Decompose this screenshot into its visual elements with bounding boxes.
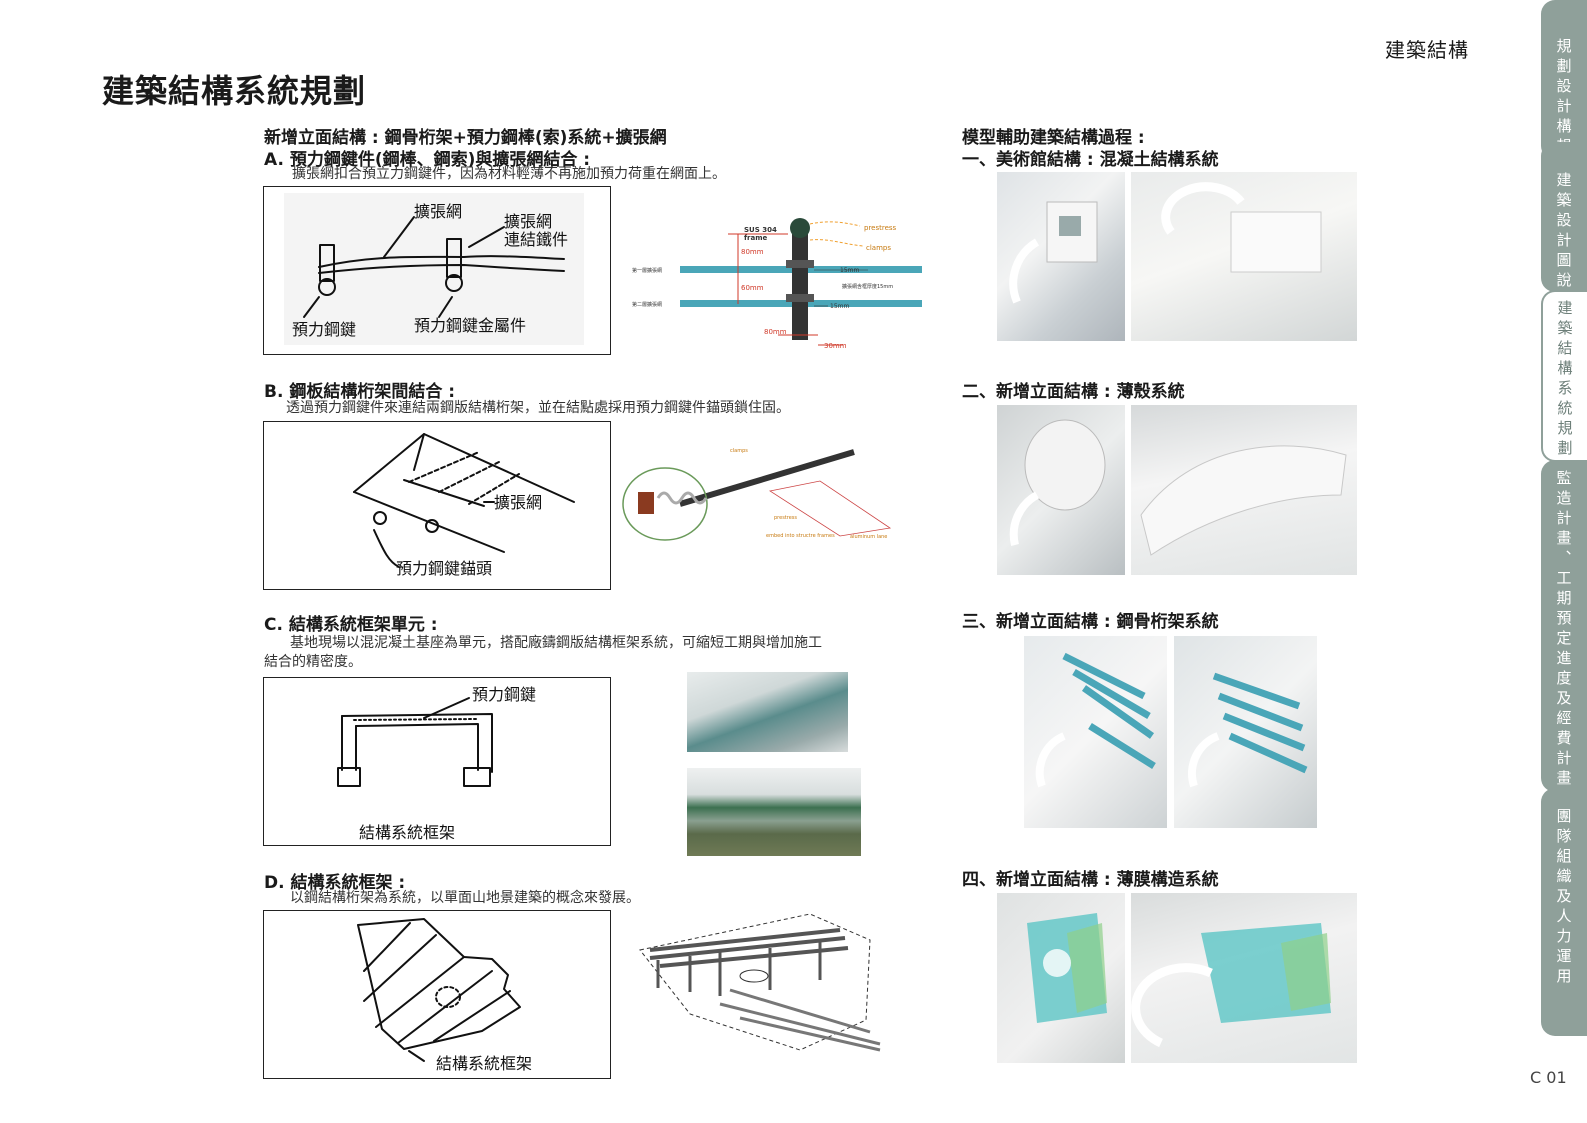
diagram-a-d15b: 15mm bbox=[830, 303, 849, 310]
sketch-b: 擴張網 預力鋼鍵錨頭 bbox=[263, 421, 611, 590]
sketch-a-label-connector: 連結鐵件 bbox=[504, 230, 568, 249]
sidebar-tab-architecture[interactable]: 建築設計圖說 bbox=[1541, 142, 1587, 292]
diagram-a: SUS 304 frame prestress clamps 第一層擴張網 第二… bbox=[628, 210, 928, 370]
sidebar-tab-label: 團隊組織及人力運用 bbox=[1554, 808, 1573, 988]
section-label: 建築結構 bbox=[1385, 38, 1469, 62]
diagram-a-d80: 80mm bbox=[741, 248, 764, 256]
section-c-desc1: 基地現場以混泥凝土基座為單元，搭配廠鑄鋼版結構框架系統，可縮短工期與增加施工 bbox=[290, 635, 822, 651]
model-photo-2b bbox=[1131, 405, 1357, 575]
main-heading: 新增立面結構 : 鋼骨桁架+預力鋼棒(索)系統+擴張網 bbox=[264, 128, 667, 148]
sketch-c: 預力鋼鍵 結構系統框架 bbox=[263, 677, 611, 846]
sketch-a-label-prestress: 預力鋼鍵 bbox=[292, 320, 356, 339]
model-heading-2: 二、新增立面結構 : 薄殼系統 bbox=[962, 382, 1185, 402]
sketch-a-label-metal: 預力鋼鍵金屬件 bbox=[414, 316, 526, 335]
model-photo-2a bbox=[997, 405, 1125, 575]
section-d-heading: D. 結構系統框架 : bbox=[264, 873, 406, 893]
section-d-desc: 以鋼結構桁架為系統，以單面山地景建築的概念來發展。 bbox=[290, 890, 640, 906]
sidebar-tab-supervision[interactable]: 監造計畫、工期預定進度及經費計畫 bbox=[1541, 460, 1587, 792]
diagram-a-clamps: clamps bbox=[866, 244, 891, 252]
model-photo-4a bbox=[997, 893, 1125, 1063]
sidebar-tab-planning[interactable]: 規劃設計構想 bbox=[1541, 0, 1587, 160]
sidebar-tab-label: 監造計畫、工期預定進度及經費計畫 bbox=[1554, 470, 1573, 790]
sidebar-tab-structure[interactable]: 建築結構系統規劃 bbox=[1541, 290, 1587, 462]
diagram-a-d30: 30mm bbox=[824, 342, 847, 350]
diagram-a-d80b: 80mm bbox=[764, 328, 787, 336]
sidebar-tab-label: 建築結構系統規劃 bbox=[1555, 300, 1574, 460]
model-photo-3a bbox=[1024, 636, 1167, 828]
section-c-desc2: 結合的精密度。 bbox=[264, 654, 362, 670]
sidebar-tab-label: 規劃設計構想 bbox=[1554, 38, 1573, 158]
section-b-heading: B. 鋼板結構桁架間結合 : bbox=[264, 382, 456, 402]
diagram-a-mesh2: 第二層擴張網 bbox=[632, 301, 662, 308]
diagram-b-clamps: clamps bbox=[730, 448, 748, 454]
page-title: 建築結構系統規劃 bbox=[102, 72, 367, 110]
sketch-b-label-mesh: 擴張網 bbox=[494, 493, 542, 512]
sketch-a-label-mesh2: 擴張網 bbox=[504, 212, 552, 231]
sidebar-tab-label: 建築設計圖說 bbox=[1554, 172, 1573, 292]
section-c-heading: C. 結構系統框架單元 : bbox=[264, 615, 438, 635]
diagram-a-d60: 60mm bbox=[741, 284, 764, 292]
diagram-a-mesh1: 第一層擴張網 bbox=[632, 267, 662, 274]
model-photo-1b bbox=[1131, 172, 1357, 341]
sidebar-tab-team[interactable]: 團隊組織及人力運用 bbox=[1541, 788, 1587, 1036]
diagram-a-prestress: prestress bbox=[864, 224, 897, 232]
sketch-a: 擴張網 擴張網 連結鐵件 預力鋼鍵 預力鋼鍵金屬件 bbox=[263, 186, 611, 355]
sketch-d-label-frame: 結構系統框架 bbox=[436, 1054, 532, 1073]
right-heading: 模型輔助建築結構過程 : bbox=[962, 128, 1145, 148]
sidebar: 規劃設計構想 建築設計圖說 建築結構系統規劃 監造計畫、工期預定進度及經費計畫 … bbox=[1541, 0, 1587, 1036]
diagram-a-thick: 擴張網含框厚度15mm bbox=[842, 283, 893, 290]
diagram-a-d15a: 15mm bbox=[840, 267, 859, 274]
model-photo-1a bbox=[997, 172, 1125, 341]
sketch-c-label-frame: 結構系統框架 bbox=[359, 823, 455, 842]
section-a-heading: A. 預力鋼鍵件(鋼棒、鋼索)與擴張網結合 : bbox=[264, 150, 591, 170]
render-c-bottom bbox=[687, 768, 861, 856]
diagram-b-prestress: prestress bbox=[774, 515, 797, 521]
model-heading-3: 三、新增立面結構 : 鋼骨桁架系統 bbox=[962, 612, 1219, 632]
model-heading-4: 四、新增立面結構 : 薄膜構造系統 bbox=[962, 870, 1219, 890]
diagram-a-frame: frame bbox=[744, 234, 768, 242]
render-c-top bbox=[687, 672, 848, 752]
model-photo-4b bbox=[1131, 893, 1357, 1063]
sketch-d: 結構系統框架 bbox=[263, 910, 611, 1079]
model-photo-3b bbox=[1174, 636, 1317, 828]
diagram-a-sus: SUS 304 bbox=[744, 226, 777, 234]
model-heading-1: 一、美術館結構 : 混凝土結構系統 bbox=[962, 150, 1219, 170]
sketch-a-label-mesh: 擴張網 bbox=[414, 202, 462, 221]
sketch-c-label-prestress: 預力鋼鍵 bbox=[472, 685, 536, 704]
section-a-desc: 擴張網扣合預立力鋼鍵件，因為材料輕薄不再施加預力荷重在網面上。 bbox=[292, 166, 726, 182]
diagram-b-embed: embed into structre frames bbox=[766, 533, 835, 539]
diagram-b: clamps prestress embed into structre fra… bbox=[610, 436, 910, 546]
sketch-b-label-anchor: 預力鋼鍵錨頭 bbox=[396, 559, 492, 578]
diagram-d bbox=[630, 910, 920, 1070]
page-number: C 01 bbox=[1530, 1068, 1567, 1087]
diagram-b-alu: aluminum lane bbox=[850, 534, 887, 540]
section-b-desc: 透過預力鋼鍵件來連結兩鋼版結構桁架，並在結點處採用預力鋼鍵件錨頭鎖住固。 bbox=[286, 400, 790, 416]
